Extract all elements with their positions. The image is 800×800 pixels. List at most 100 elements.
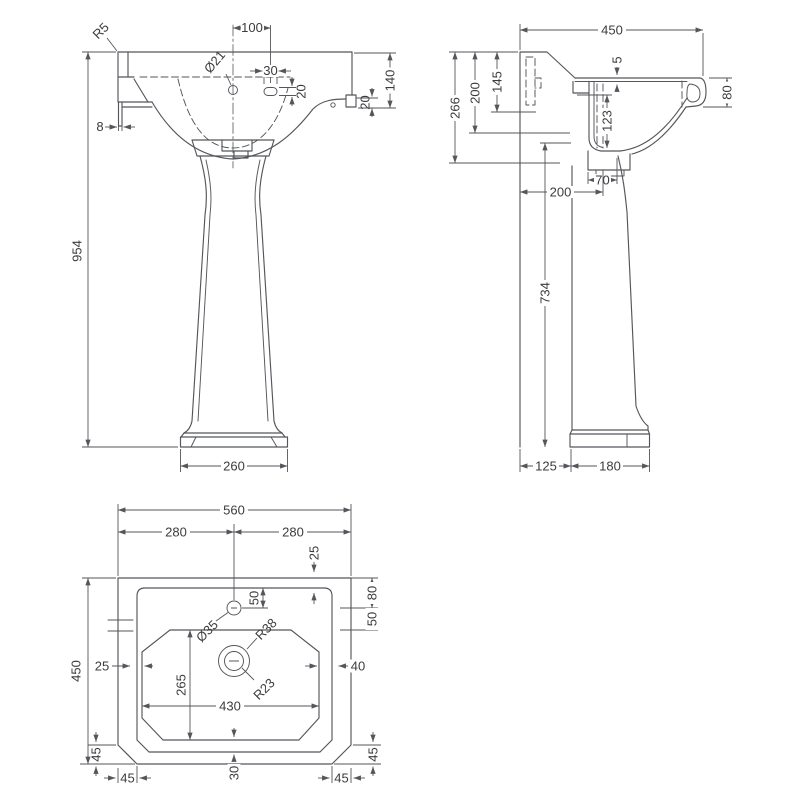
dim-40-right-label: 40 <box>351 659 365 674</box>
front-view: R5 100 Ø21 30 <box>70 19 398 473</box>
dim-260-label: 260 <box>223 459 245 474</box>
plan-outline <box>107 577 352 765</box>
dim-r38: R38 <box>246 615 280 650</box>
dim-20-step-label: 20 <box>358 95 373 109</box>
dim-30-label: 30 <box>227 766 242 780</box>
dim-30-label: 30 <box>263 63 277 78</box>
side-hidden-lines <box>525 56 683 149</box>
plan-waste-outer <box>218 645 250 677</box>
dim-145-label: 145 <box>490 71 505 93</box>
front-fixing-hole <box>330 102 336 108</box>
plan-tap-hole <box>226 600 242 616</box>
front-dims: R5 100 Ø21 30 <box>70 19 398 473</box>
dim-dia21: Ø21 <box>201 47 232 86</box>
dim-8-label: 8 <box>96 119 103 134</box>
dim-r23: R23 <box>241 667 278 703</box>
dim-450-label: 450 <box>601 23 623 38</box>
dim-20-step: 20 <box>356 88 378 117</box>
dim-560: 560 <box>117 503 352 576</box>
dim-200h-label: 200 <box>550 185 572 200</box>
dim-25-top-label: 25 <box>307 546 322 560</box>
dim-954: 954 <box>70 51 178 448</box>
dim-266: 266 <box>448 51 560 164</box>
dim-80-side: 80 <box>703 77 735 108</box>
dim-20-slot-label: 20 <box>294 84 309 98</box>
dim-100: 100 <box>232 20 271 83</box>
dim-734: 734 <box>538 142 571 448</box>
dim-265-label: 265 <box>174 674 189 696</box>
dim-200h: 200 <box>519 170 604 200</box>
side-dims: 450 266 200 145 5 <box>448 23 735 474</box>
dim-30: 30 <box>227 728 242 782</box>
dim-180-label: 180 <box>599 459 621 474</box>
dim-265: 265 <box>174 629 193 741</box>
dim-200v: 200 <box>468 51 570 134</box>
side-view: 450 266 200 145 5 <box>448 23 735 474</box>
dim-70-label: 70 <box>595 173 609 188</box>
dim-50-tap: 50 <box>242 587 268 609</box>
dim-40-right: 40 <box>305 659 367 674</box>
side-basin-outline <box>519 51 707 448</box>
dim-r5-label: R5 <box>89 19 111 41</box>
dim-450-plan-label: 450 <box>69 660 84 682</box>
dim-r5: R5 <box>89 19 118 52</box>
dim-266-label: 266 <box>448 97 463 119</box>
front-pedestal-outline <box>179 139 289 448</box>
dim-100-label: 100 <box>241 20 263 35</box>
front-tap-hole <box>228 85 238 95</box>
dim-200v-label: 200 <box>468 82 483 104</box>
dim-280-left-label: 280 <box>165 525 187 540</box>
dim-45-vert-left-label: 45 <box>89 747 104 761</box>
dim-80-plan: 80 <box>340 577 380 631</box>
front-basin-outline <box>117 51 357 160</box>
dim-280-left: 280 <box>117 525 235 540</box>
dim-45-horiz-right: 45 <box>318 766 365 786</box>
dim-260: 260 <box>180 449 288 474</box>
dim-734-label: 734 <box>538 282 553 304</box>
dim-5: 5 <box>610 56 625 92</box>
dim-560-label: 560 <box>223 503 245 518</box>
dim-954-label: 954 <box>70 240 85 262</box>
dim-430-label: 430 <box>219 699 241 714</box>
dim-125-label: 125 <box>535 459 557 474</box>
dim-180: 180 <box>570 459 650 474</box>
dim-140: 140 <box>354 52 398 109</box>
side-pedestal-outline <box>569 155 651 448</box>
plan-waste-inner <box>224 651 244 671</box>
dim-80-side-label: 80 <box>720 85 735 99</box>
dim-140-label: 140 <box>383 70 398 92</box>
dim-20-slot: 20 <box>279 77 309 106</box>
dim-45-vert-right: 45 <box>334 732 381 776</box>
dim-430: 430 <box>141 699 320 714</box>
dim-45-horiz-left: 45 <box>104 766 151 786</box>
dim-50-right: 50 <box>365 607 380 631</box>
dim-123-label: 123 <box>600 110 615 132</box>
dim-450-plan: 450 <box>69 577 116 765</box>
dim-8: 8 <box>96 119 135 134</box>
dim-5-label: 5 <box>610 56 625 63</box>
dim-280-right-label: 280 <box>282 525 304 540</box>
plan-center-marks <box>229 607 239 662</box>
dim-30: 30 <box>250 63 291 84</box>
dim-45-horiz-left-label: 45 <box>120 771 134 786</box>
front-overflow-slot <box>263 87 278 96</box>
dim-80-plan-label: 80 <box>365 586 380 600</box>
dim-125: 125 <box>519 449 650 474</box>
dim-450: 450 <box>519 23 704 76</box>
dim-25-top: 25 <box>307 546 322 604</box>
plan-dims: 560 280 280 25 80 <box>69 503 381 786</box>
dim-45-vert-right-label: 45 <box>366 747 381 761</box>
dim-123: 123 <box>577 94 615 149</box>
dim-45-vert-left: 45 <box>80 732 135 776</box>
dim-25-left-label: 25 <box>95 659 109 674</box>
dim-145: 145 <box>490 51 536 113</box>
dim-280-right: 280 <box>233 525 352 540</box>
dim-dia35-label: Ø35 <box>193 617 221 645</box>
dim-r23-label: R23 <box>250 675 277 702</box>
dim-50-tap-label: 50 <box>247 591 262 605</box>
dim-25-left: 25 <box>95 659 153 674</box>
plan-view: 560 280 280 25 80 <box>69 503 381 786</box>
dim-dia35: Ø35 <box>193 612 229 645</box>
